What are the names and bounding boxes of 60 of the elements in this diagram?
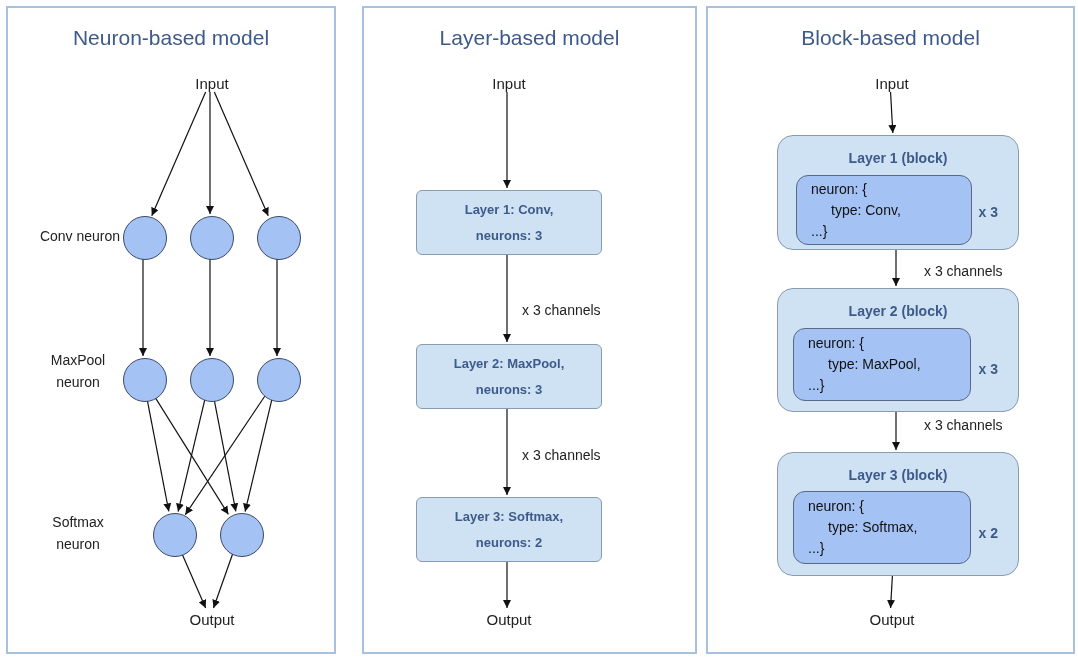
code-line: neuron: { bbox=[808, 497, 865, 516]
arrow bbox=[184, 395, 266, 516]
block-title: Layer 3 (block) bbox=[848, 466, 948, 485]
arrow bbox=[503, 406, 511, 496]
terminal-label: Output bbox=[864, 610, 920, 630]
arrow bbox=[892, 247, 900, 287]
terminal-label: Output bbox=[481, 610, 537, 630]
panel-title: Neuron-based model bbox=[72, 25, 270, 51]
arrow bbox=[243, 398, 273, 513]
code-line: ...} bbox=[808, 539, 825, 558]
repeat-count: x 3 bbox=[978, 360, 998, 379]
row-label: Conv neuron bbox=[38, 227, 122, 246]
arrow bbox=[151, 91, 207, 217]
arrow bbox=[892, 409, 900, 451]
terminal-label: Input bbox=[868, 74, 916, 94]
block-box bbox=[777, 135, 1019, 250]
layer-box: Layer 1: Conv, neurons: 3 bbox=[416, 190, 602, 255]
arrow bbox=[503, 91, 511, 189]
code-line: neuron: { bbox=[808, 334, 865, 353]
block-title: Layer 1 (block) bbox=[848, 149, 948, 168]
code-line: type: MaxPool, bbox=[827, 355, 921, 374]
neuron-config-box bbox=[793, 328, 971, 401]
panel bbox=[706, 6, 1075, 654]
arrow bbox=[213, 91, 269, 217]
code-line: neuron: { bbox=[811, 179, 868, 199]
code-line: type: Conv, bbox=[830, 200, 901, 220]
terminal-label: Input bbox=[485, 74, 533, 94]
arrow bbox=[206, 257, 214, 357]
arrow bbox=[176, 398, 206, 513]
terminal-label: Input bbox=[188, 74, 236, 94]
row-label: Softmax neuron bbox=[51, 513, 105, 553]
arrow bbox=[273, 257, 281, 357]
arrow bbox=[503, 252, 511, 343]
arrow bbox=[212, 553, 234, 609]
code-line: ...} bbox=[811, 221, 828, 241]
block-box bbox=[777, 288, 1019, 412]
arrow bbox=[154, 396, 229, 515]
panel bbox=[6, 6, 336, 654]
block-box bbox=[777, 452, 1019, 576]
neuron-config-box bbox=[796, 175, 972, 245]
panel bbox=[362, 6, 697, 654]
arrow bbox=[146, 399, 172, 512]
panel-title: Layer-based model bbox=[439, 25, 620, 51]
layer-box: Layer 2: MaxPool, neurons: 3 bbox=[416, 344, 602, 409]
arrow bbox=[213, 399, 239, 512]
panel-title: Block-based model bbox=[801, 25, 980, 51]
arrow bbox=[139, 257, 147, 357]
arrow bbox=[888, 91, 897, 134]
arrow bbox=[887, 573, 895, 609]
neuron-config-box bbox=[793, 491, 971, 564]
terminal-label: Output bbox=[184, 610, 240, 630]
code-line: type: Softmax, bbox=[827, 518, 918, 537]
repeat-count: x 3 bbox=[978, 202, 998, 222]
block-title: Layer 2 (block) bbox=[848, 302, 948, 321]
code-line: ...} bbox=[808, 376, 825, 395]
row-label: MaxPool neuron bbox=[49, 351, 107, 391]
layer-box: Layer 3: Softmax, neurons: 2 bbox=[416, 497, 602, 562]
arrow bbox=[206, 91, 214, 215]
arrow bbox=[503, 559, 511, 609]
repeat-count: x 2 bbox=[978, 524, 998, 543]
